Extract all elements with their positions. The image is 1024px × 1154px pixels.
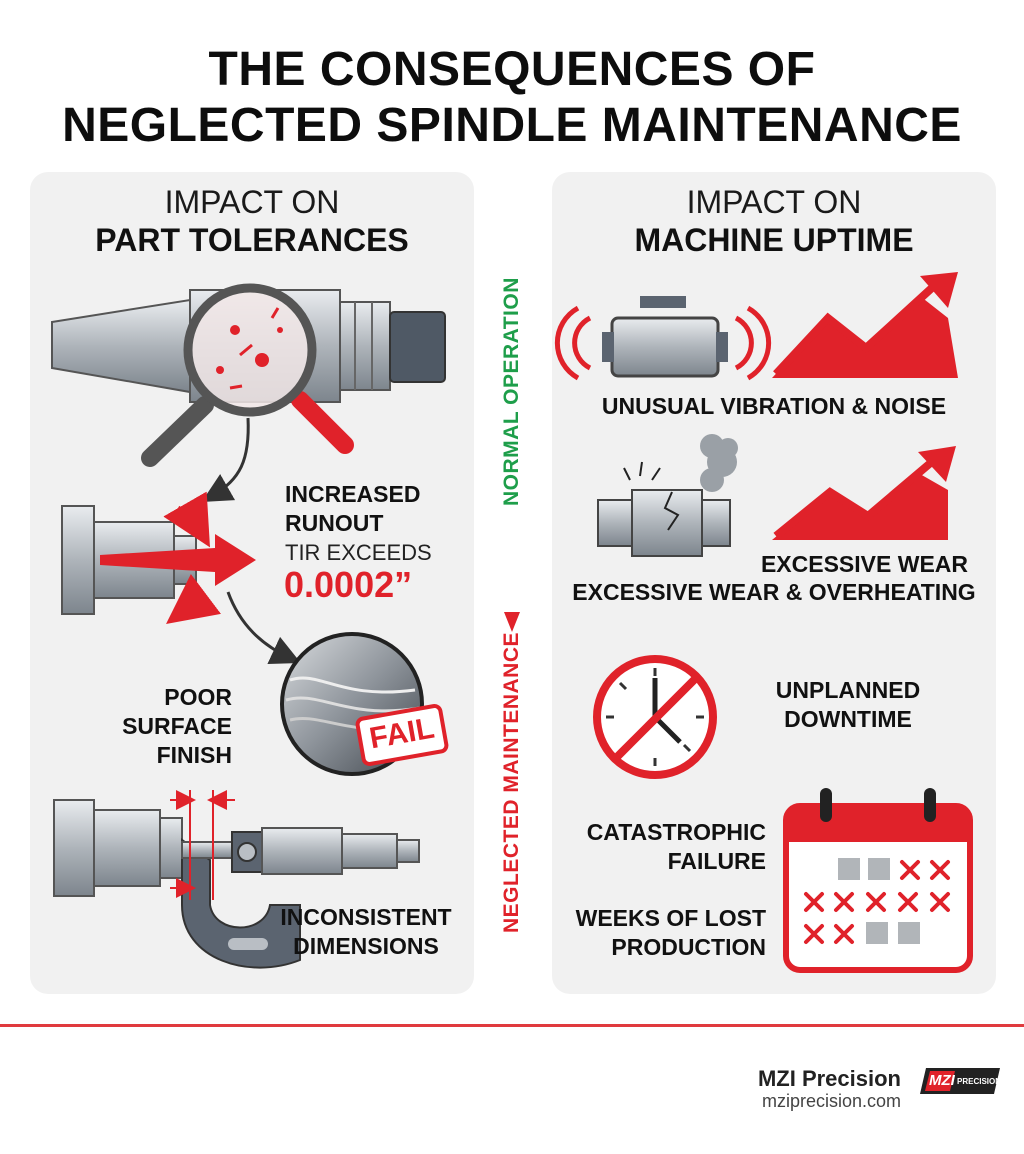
lost-production-line-1: WEEKS OF LOST [575,905,766,931]
dimensions-label: INCONSISTENT DIMENSIONS [276,903,456,961]
title-line-2: NEGLECTED SPINDLE MAINTENANCE [62,99,962,152]
logo-text: MZI [929,1072,955,1089]
title-line-1: THE CONSEQUENCES OF [208,43,816,96]
left-heading-light: IMPACT ON [164,184,340,220]
brand-logo [920,1068,1000,1094]
right-heading-light: IMPACT ON [686,184,862,220]
runout-label: INCREASED RUNOUT [285,480,420,538]
trend-up-icon-2 [772,446,956,540]
normal-operation-label: NORMAL OPERATION [500,277,523,506]
overheating-bearing-icon [597,434,738,557]
tir-label: TIR EXCEEDS [285,540,432,565]
no-clock-icon [593,655,717,779]
brand-url[interactable]: mziprecision.com [761,1091,901,1111]
flow-arrow-1 [201,417,250,502]
trend-up-icon-1 [772,272,958,378]
wear-overheating-label: EXCESSIVE WEAR & OVERHEATING [572,579,976,605]
downtime-label: UNPLANNED DOWNTIME [748,676,948,734]
runout-line-2: RUNOUT [285,510,384,536]
page-title: THE CONSEQUENCES OF NEGLECTED SPINDLE MA… [0,42,1024,154]
surface-finish-label: POOR SURFACE FINISH [62,683,232,770]
dimensions-line-2: DIMENSIONS [293,933,439,959]
center-axis [504,522,520,632]
runout-line-1: INCREASED [285,481,421,507]
surface-line-2: FINISH [156,742,232,768]
left-heading-bold: PART TOLERANCES [95,222,409,258]
runout-spindle-icon [61,491,256,625]
calendar-icon [783,788,973,973]
dimensions-line-1: INCONSISTENT [280,904,452,930]
magnifier-icon [141,283,354,467]
vibration-label: UNUSUAL VIBRATION & NOISE [601,393,947,419]
surface-line-1: POOR SURFACE [122,684,232,739]
micrometer-icon [53,790,420,969]
downtime-line-2: DOWNTIME [784,706,912,732]
catastrophic-line-2: FAILURE [667,848,766,874]
engine-icon [554,296,772,381]
catastrophic-label: CATASTROPHIC FAILURE [566,818,766,876]
downtime-line-1: UNPLANNED [775,677,921,703]
tir-value: 0.0002” [284,564,413,605]
fail-stamp [355,704,449,766]
flow-arrow-2 [226,591,301,665]
right-heading-bold: MACHINE UPTIME [634,222,914,258]
footer-divider [0,1024,1024,1027]
neglected-maintenance-label: NEGLECTED MAINTENANCE [500,631,523,933]
logo-subtext: PRECISION [957,1077,1002,1086]
catastrophic-line-1: CATASTROPHIC [586,819,766,845]
lost-production-label: WEEKS OF LOST PRODUCTION [566,904,766,962]
lost-production-line-2: PRODUCTION [611,934,766,960]
wear-short-label: EXCESSIVE WEAR [760,551,968,577]
brand-name: MZI Precision [757,1066,901,1091]
